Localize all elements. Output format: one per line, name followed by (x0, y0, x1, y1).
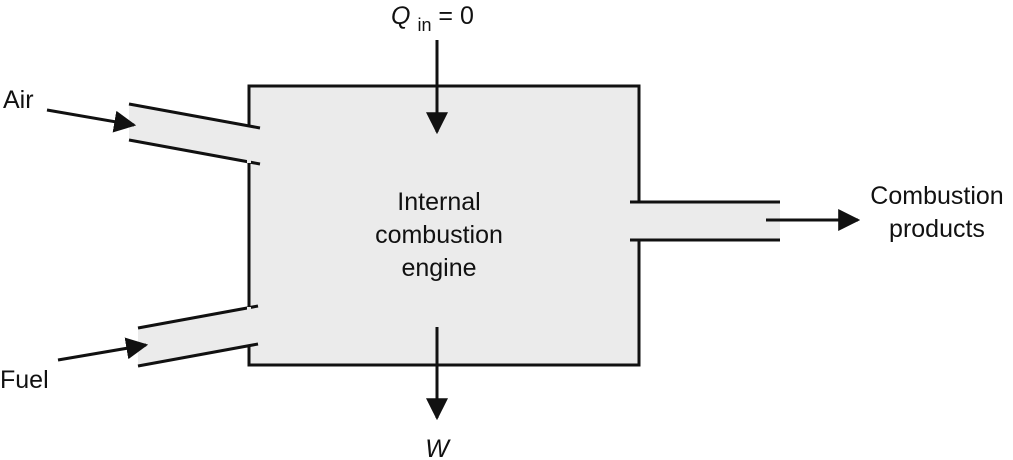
exhaust-duct (630, 200, 780, 242)
heat-symbol: Q (391, 2, 410, 30)
engine-label-line1: Internal (397, 188, 480, 216)
air-inlet-duct (128, 102, 261, 166)
heat-value: = 0 (431, 2, 473, 30)
products-label-line1: Combustion (870, 182, 1003, 210)
fuel-label: Fuel (0, 366, 49, 394)
air-arrow (46, 108, 137, 133)
engine-label-line3: engine (401, 254, 476, 282)
products-label-line2: products (889, 215, 985, 243)
engine-label-line2: combustion (375, 221, 503, 249)
fuel-inlet-duct (137, 304, 259, 368)
fuel-arrow (57, 337, 149, 362)
work-label: W (425, 435, 451, 460)
heat-subscript: in (417, 15, 431, 35)
air-label: Air (3, 86, 34, 114)
